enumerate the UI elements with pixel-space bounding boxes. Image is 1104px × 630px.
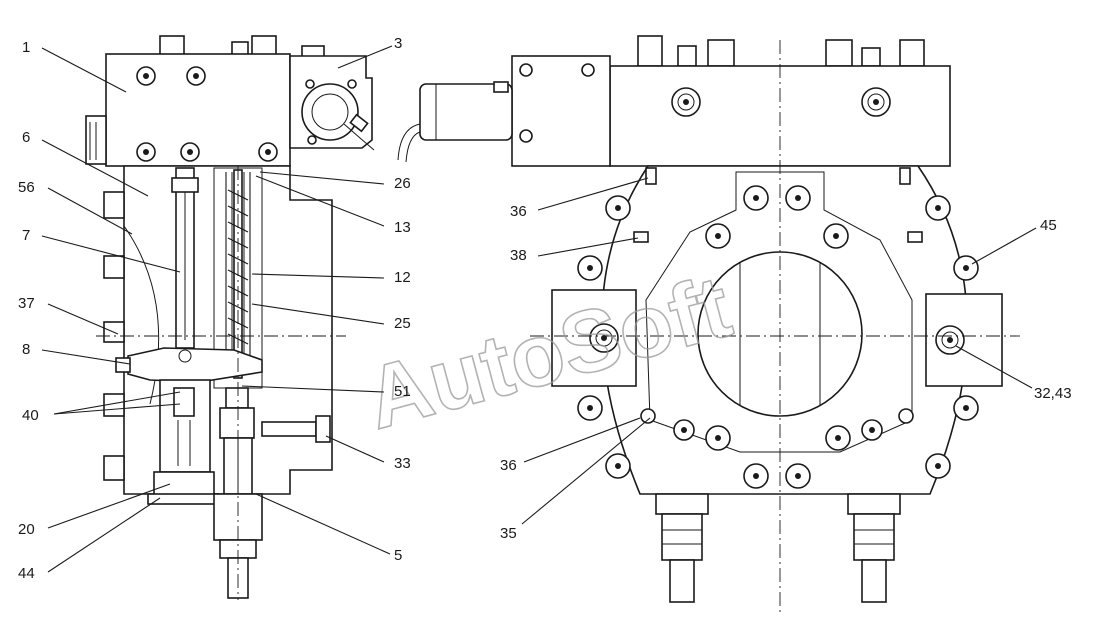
top-bolt-head (637, 35, 663, 67)
callout-5: 5 (394, 547, 402, 564)
callout-8: 8 (22, 341, 30, 358)
callout-36-top: 36 (510, 203, 527, 220)
callout-32-43: 32,43 (1034, 385, 1072, 402)
callout-1: 1 (22, 39, 30, 56)
callout-37: 37 (18, 295, 35, 312)
callout-56: 56 (18, 179, 35, 196)
callout-labels: 1 3 6 56 7 37 8 40 20 44 26 13 12 25 51 … (18, 35, 1072, 582)
solenoid-coil (301, 83, 359, 141)
callout-12: 12 (394, 269, 411, 286)
callout-20: 20 (18, 521, 35, 538)
section-view (85, 35, 375, 600)
callout-45: 45 (1040, 217, 1057, 234)
block-bolts (136, 66, 278, 162)
valve-body (219, 407, 255, 439)
callout-26: 26 (394, 175, 411, 192)
callout-38: 38 (510, 247, 527, 264)
callout-44: 44 (18, 565, 35, 582)
side-port (261, 421, 317, 437)
inner-flange (645, 171, 913, 453)
top-bolt-head (251, 35, 277, 57)
bottom-fitting (853, 513, 895, 561)
callout-40: 40 (22, 407, 39, 424)
callout-3: 3 (394, 35, 402, 52)
callout-25: 25 (394, 315, 411, 332)
body-bolts (577, 185, 979, 489)
solenoid-coil (419, 83, 513, 141)
bottom-fitting (661, 513, 703, 561)
callout-7: 7 (22, 227, 30, 244)
leader-lines (41, 45, 1037, 573)
callout-36-bottom: 36 (500, 457, 517, 474)
lever-arm (127, 347, 263, 383)
callout-35: 35 (500, 525, 517, 542)
callout-51: 51 (394, 383, 411, 400)
callout-6: 6 (22, 129, 30, 146)
top-bolt-head (159, 35, 185, 57)
callout-33: 33 (394, 455, 411, 472)
callout-13: 13 (394, 219, 411, 236)
front-view (397, 35, 1020, 612)
